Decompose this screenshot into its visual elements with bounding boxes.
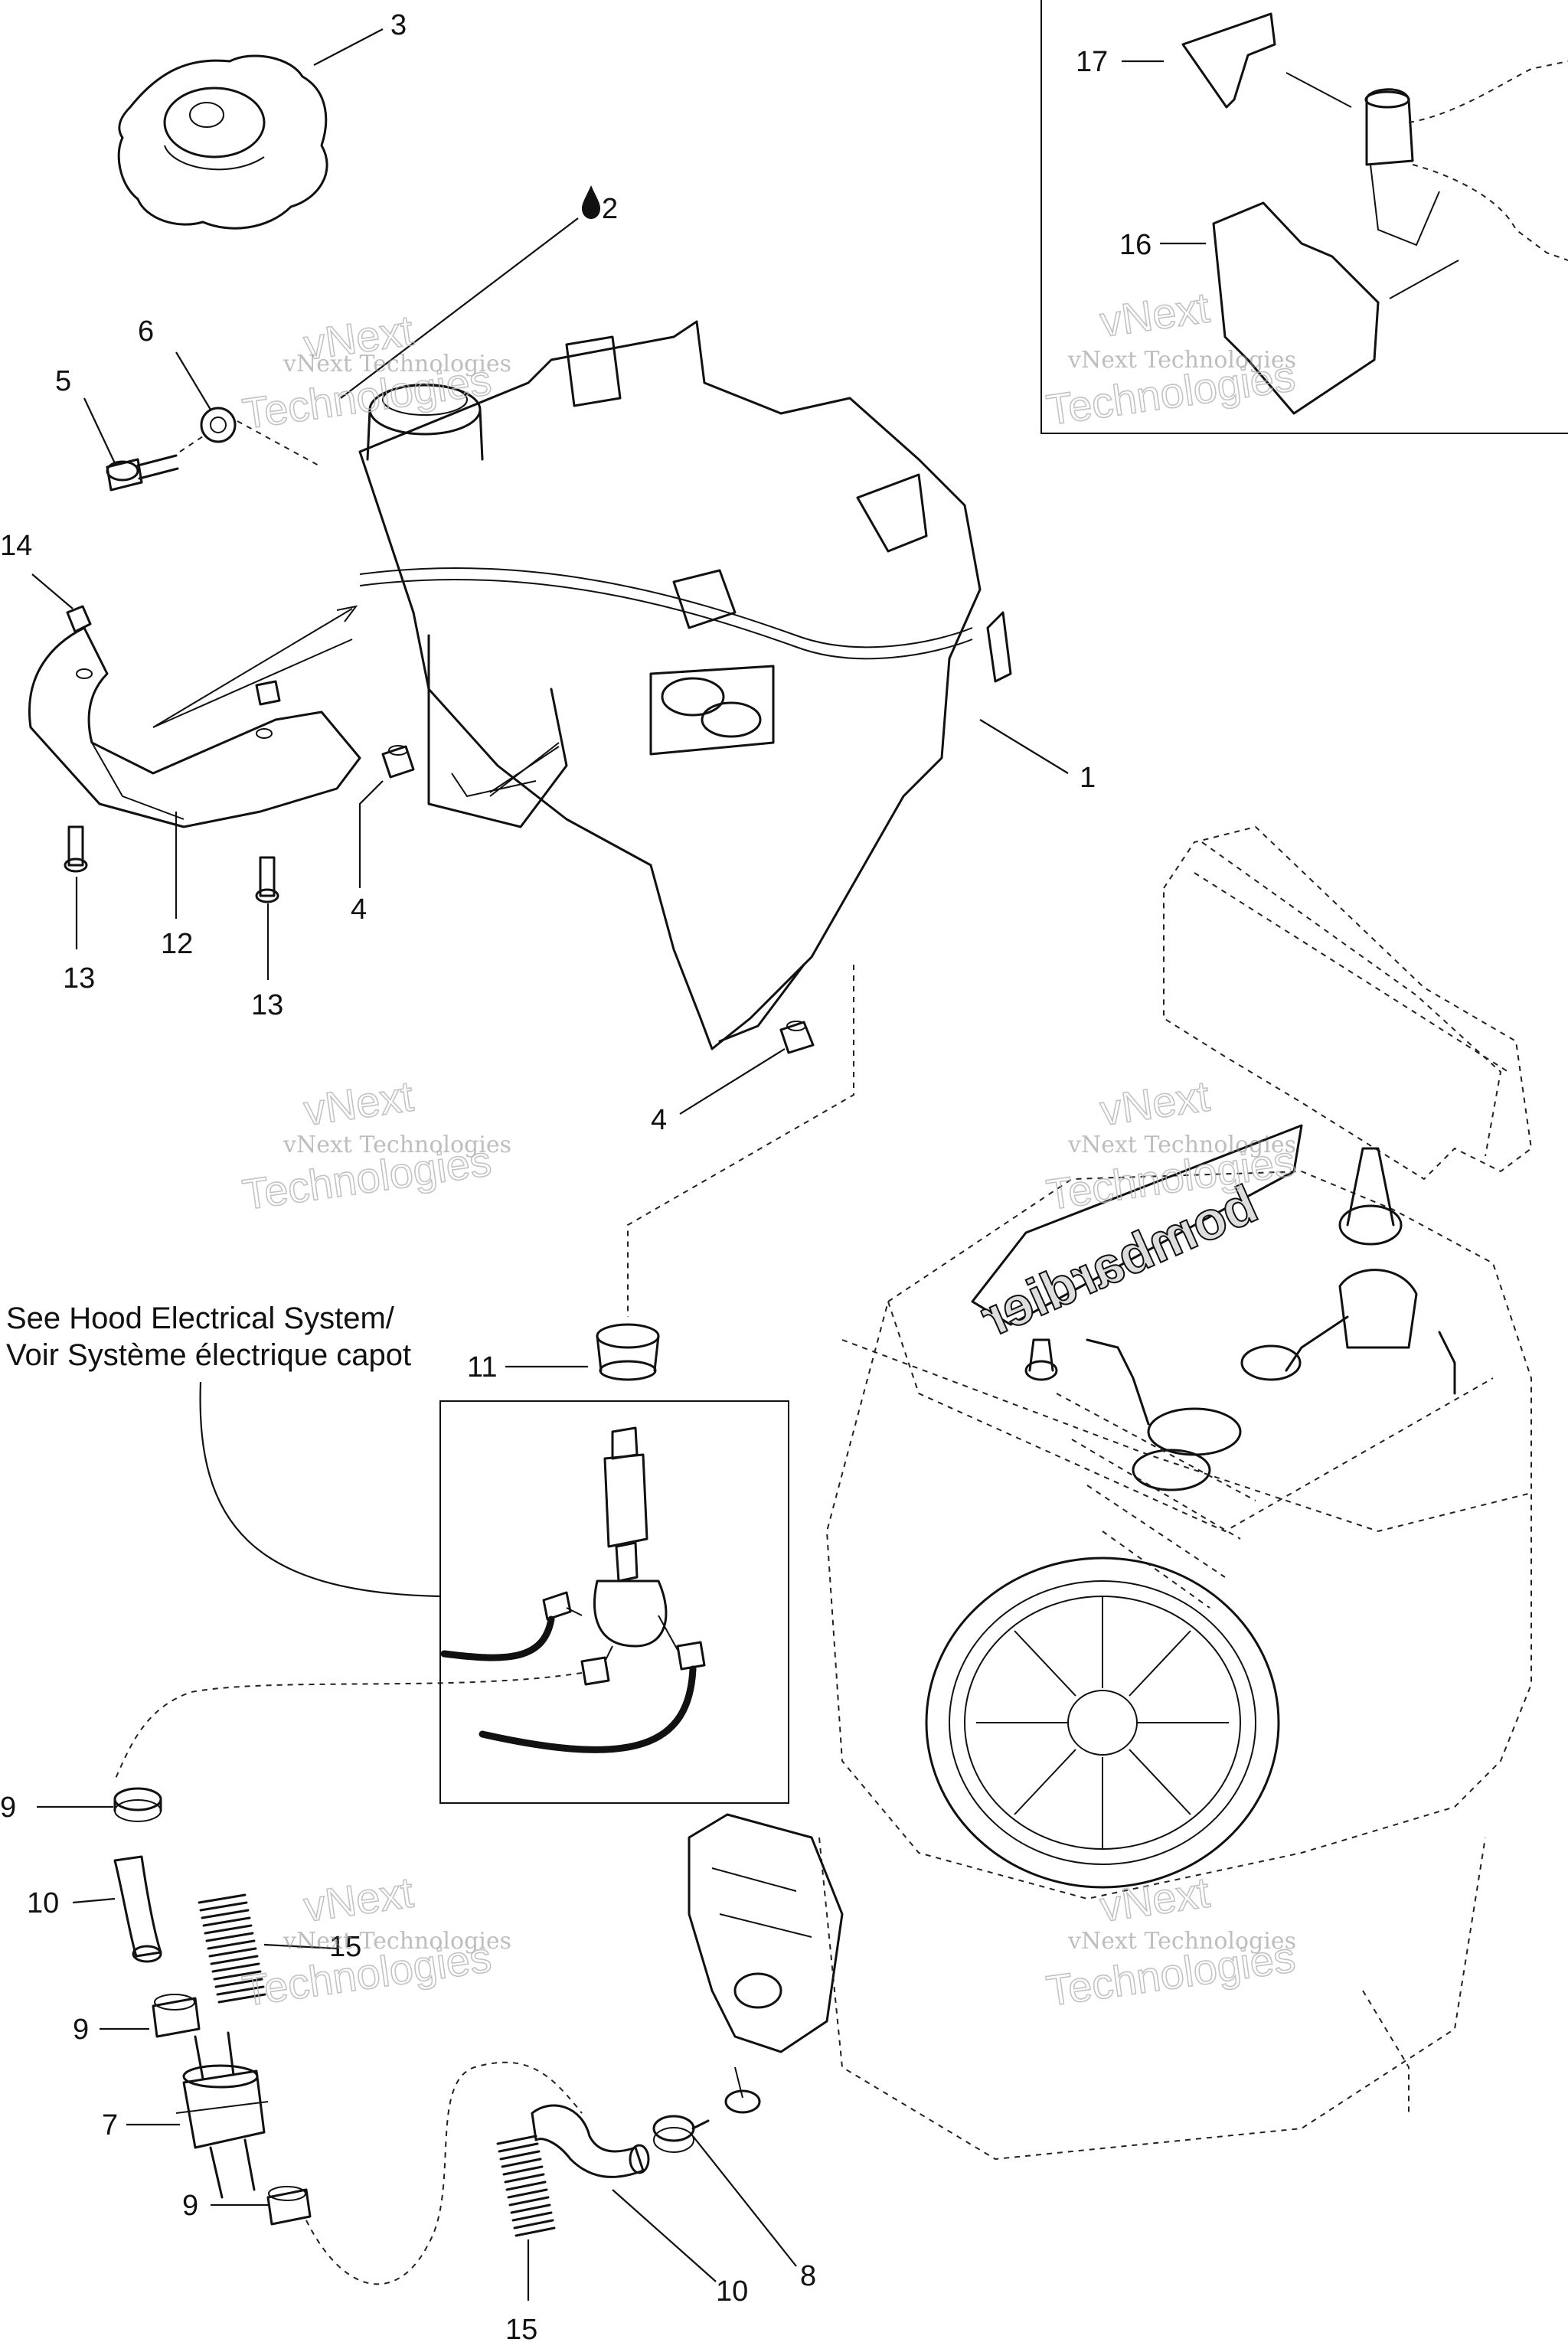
spring-15-upper [198, 1893, 266, 2004]
svg-text:vNext Technologies: vNext Technologies [1067, 1132, 1296, 1158]
svg-text:vNext Technologies: vNext Technologies [283, 351, 511, 377]
callout-2: 2 [602, 193, 618, 225]
watermark-3: vNext vNext Technologies Technologies [239, 1071, 511, 1220]
callout-9-top: 9 [0, 1792, 16, 1824]
callout-6: 6 [138, 315, 154, 348]
watermark-1: vNext vNext Technologies Technologies [239, 305, 511, 439]
svg-text:vNext Technologies: vNext Technologies [1067, 1928, 1296, 1955]
callout-13-right: 13 [251, 989, 283, 1021]
clamp-9-mid [152, 1994, 201, 2038]
nut-14 [66, 605, 92, 633]
heat-shield-12 [28, 626, 361, 828]
callout-1: 1 [1080, 762, 1096, 794]
dashed-line-tank-to-grommet [627, 965, 854, 1317]
callout-10-upper: 10 [27, 1887, 59, 1919]
callout-10-lower: 10 [716, 2275, 748, 2308]
inset-tank-neck [1365, 88, 1414, 166]
callout-12: 12 [161, 928, 193, 960]
callout-9-bottom: 9 [182, 2190, 198, 2222]
tank-cap-3 [117, 54, 328, 230]
leader-lines [31, 28, 1069, 2301]
bolt-13-right [255, 856, 279, 903]
clamp-9-bottom [266, 2186, 312, 2226]
filter-7 [175, 2031, 269, 2199]
callout-11: 11 [467, 1351, 497, 1383]
oil-level-sensor-box [439, 1400, 789, 1804]
grommet-11 [596, 1323, 660, 1381]
arrow-bracket [489, 746, 560, 793]
spring-15-lower [496, 2135, 556, 2237]
callout-8: 8 [800, 2260, 816, 2292]
svg-text:vNext: vNext [301, 1868, 416, 1931]
oil-tank-1 [358, 320, 1012, 1050]
watermark-6: vNext vNext Technologies Technologies [1043, 1867, 1298, 2016]
watermark-5: vNext vNext Technologies Technologies [239, 1867, 511, 2016]
svg-text:vNext: vNext [301, 1072, 416, 1135]
nut-shield [255, 680, 281, 706]
nut-4-lower [779, 1021, 815, 1054]
watermark-4: vNext vNext Technologies Technologies [1043, 1071, 1298, 1220]
callout-5: 5 [55, 365, 71, 397]
decal-17 [1181, 12, 1276, 109]
clamp-8 [652, 2115, 710, 2153]
clamp-9-top [113, 1787, 162, 1822]
callout-16: 16 [1119, 229, 1152, 261]
callout-3: 3 [390, 9, 407, 41]
svg-text:vNext: vNext [1097, 1868, 1213, 1931]
svg-text:vNext Technologies: vNext Technologies [283, 1928, 511, 1955]
svg-text:vNext: vNext [1097, 283, 1213, 346]
note-line-1: See Hood Electrical System/ [6, 1302, 395, 1335]
lock-washer-6 [179, 407, 322, 468]
inset-detail [1040, 0, 1568, 434]
decal-16 [1212, 201, 1380, 415]
svg-text:vNext Technologies: vNext Technologies [283, 1132, 511, 1158]
dashed-hose-path [305, 2061, 583, 2285]
callout-4-upper: 4 [351, 893, 367, 926]
watermark-2: vNext vNext Technologies Technologies [1043, 283, 1298, 435]
callout-15-lower: 15 [505, 2314, 537, 2346]
svg-text:vNext Technologies: vNext Technologies [1067, 347, 1296, 374]
callout-13-left: 13 [63, 962, 95, 995]
hose-10-lower [531, 2104, 650, 2178]
dashed-sensor-to-hose [114, 1672, 583, 1781]
leader-note-to-sensor [199, 1381, 441, 1598]
callout-4-lower: 4 [651, 1104, 667, 1136]
sensor-wire-1 [440, 1615, 555, 1661]
callout-15-upper: 15 [329, 1931, 361, 1963]
callout-labels: 3 2 6 5 14 1 12 13 13 4 4 11 9 10 15 9 7… [0, 9, 1152, 2346]
callout-7: 7 [102, 2109, 118, 2141]
callout-17: 17 [1076, 46, 1108, 78]
screw-5 [106, 454, 179, 492]
svg-text:vNext: vNext [1097, 1072, 1213, 1135]
callout-9-mid: 9 [73, 2014, 89, 2046]
nut-4-upper [381, 745, 415, 779]
oil-drop-icon [582, 185, 600, 219]
watermarks: vNext vNext Technologies Technologies vN… [239, 283, 1298, 2016]
note-line-2: Voir Système électrique capot [6, 1338, 411, 1372]
arrow-shield-to-tank [152, 608, 353, 728]
hose-10-upper [113, 1855, 162, 1963]
callout-14: 14 [0, 530, 32, 562]
bolt-13-left [64, 825, 88, 873]
sensor-wire-2 [479, 1665, 697, 1753]
